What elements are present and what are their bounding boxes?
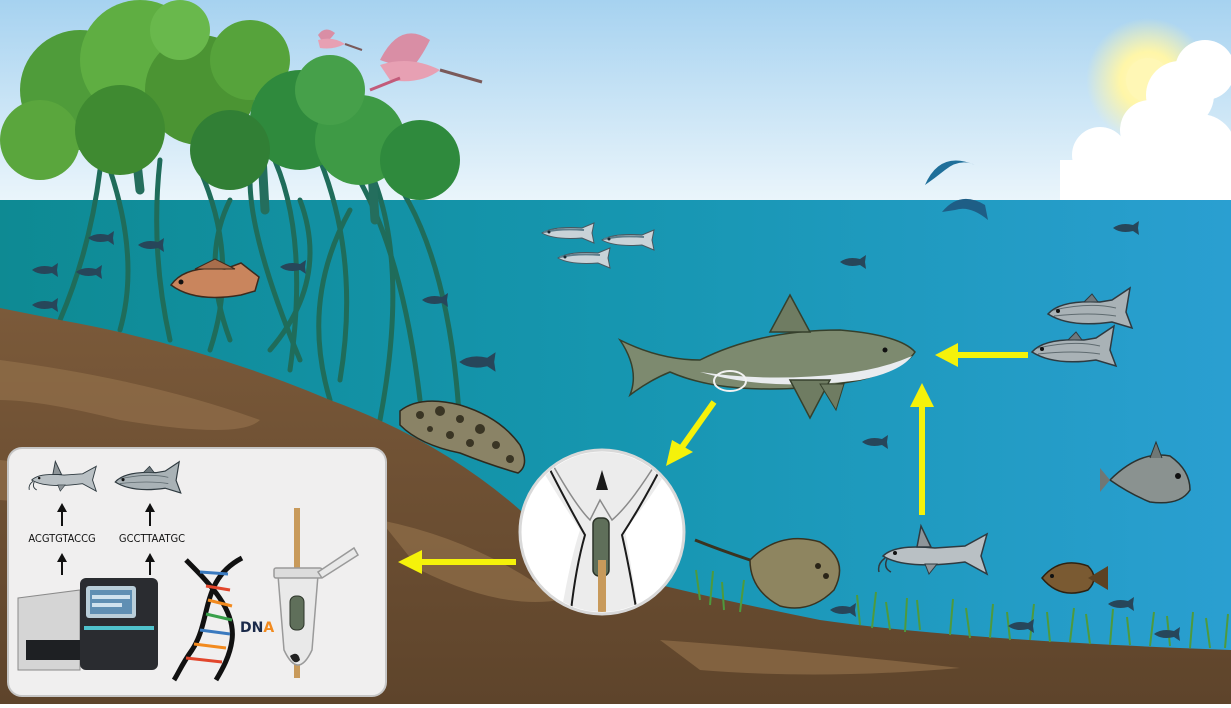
lab-inset-panel: ACGTGTACCG GCCTTAATGC <box>8 448 386 696</box>
sequence-label-2: GCCTTAATGC <box>119 532 185 545</box>
sequence-label-1: ACGTGTACCG <box>28 532 95 545</box>
dna-label: DNA <box>240 620 274 636</box>
